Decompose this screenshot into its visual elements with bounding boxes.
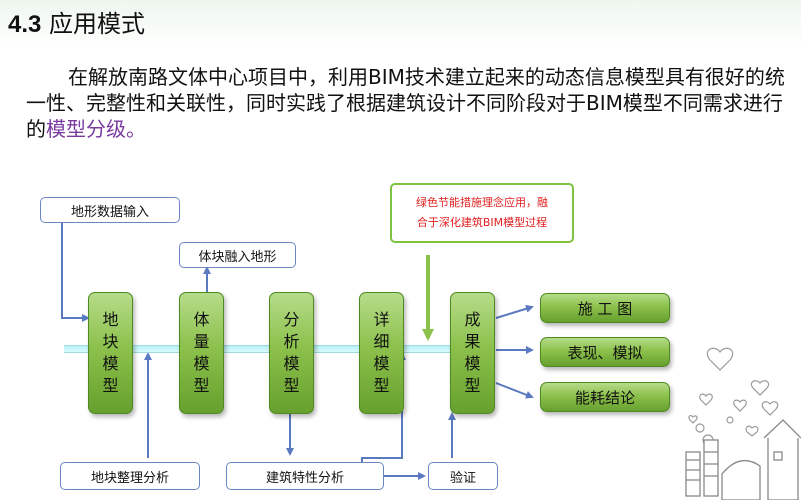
title-band — [0, 0, 801, 50]
arch-analysis-box: 建筑特性分析 — [226, 462, 384, 490]
stage-char: 果 — [464, 332, 481, 351]
arrow-terrain-to-site — [61, 222, 90, 322]
stage-char: 模 — [283, 354, 300, 373]
intro-text: 在解放南路文体中心项目中，利用BIM技术建立起来的动态信息模型具有很好的统一性、… — [26, 65, 785, 141]
verify-box: 验证 — [428, 462, 498, 490]
stage-char: 模 — [193, 354, 210, 373]
slide-title: 4.3 应用模式 — [8, 4, 145, 39]
stage-mass-model: 体 量 模 型 — [179, 292, 224, 414]
output-render-simulation: 表现、模拟 — [540, 337, 670, 367]
stage-char: 模 — [373, 354, 390, 373]
output-construction-drawings: 施 工 图 — [540, 293, 670, 323]
stage-detail-model: 详 细 模 型 — [359, 292, 404, 414]
section-number: 4.3 — [8, 11, 42, 38]
stage-char: 型 — [193, 376, 210, 395]
note-line-1: 绿色节能措施理念应用，融 — [416, 196, 548, 209]
stage-char: 详 — [373, 310, 390, 329]
arrow-to-energy — [495, 382, 534, 399]
stage-char: 型 — [102, 376, 119, 395]
stage-char: 量 — [193, 332, 210, 351]
stage-char: 地 — [102, 310, 119, 329]
output-energy-conclusion: 能耗结论 — [540, 382, 670, 412]
stage-char: 模 — [102, 354, 119, 373]
stage-char: 型 — [373, 376, 390, 395]
terrain-input-box: 地形数据输入 — [40, 197, 180, 223]
stage-char: 型 — [464, 376, 481, 395]
stage-analysis-model: 分 析 模 型 — [269, 292, 314, 414]
stage-result-model: 成 果 模 型 — [450, 292, 495, 414]
stage-char: 块 — [102, 332, 119, 351]
note-line-2: 合于深化建筑BIM模型过程 — [416, 216, 548, 229]
site-analysis-box: 地块整理分析 — [60, 462, 200, 490]
arrow-to-drawings — [495, 304, 534, 319]
stage-char: 模 — [464, 354, 481, 373]
stage-char: 分 — [283, 310, 300, 329]
stage-char: 成 — [464, 310, 481, 329]
green-measures-note: 绿色节能措施理念应用，融 合于深化建筑BIM模型过程 — [390, 183, 574, 243]
stage-axis-bar — [64, 345, 462, 353]
stage-site-model: 地 块 模 型 — [88, 292, 133, 414]
stage-char: 细 — [373, 332, 390, 351]
intro-paragraph: 在解放南路文体中心项目中，利用BIM技术建立起来的动态信息模型具有很好的统一性、… — [26, 64, 796, 142]
intro-highlight: 模型分级。 — [46, 117, 146, 141]
stage-char: 体 — [193, 310, 210, 329]
stage-char: 型 — [283, 376, 300, 395]
mass-terrain-box: 体块融入地形 — [179, 242, 296, 268]
stage-char: 析 — [283, 332, 300, 351]
section-title: 应用模式 — [41, 10, 146, 38]
